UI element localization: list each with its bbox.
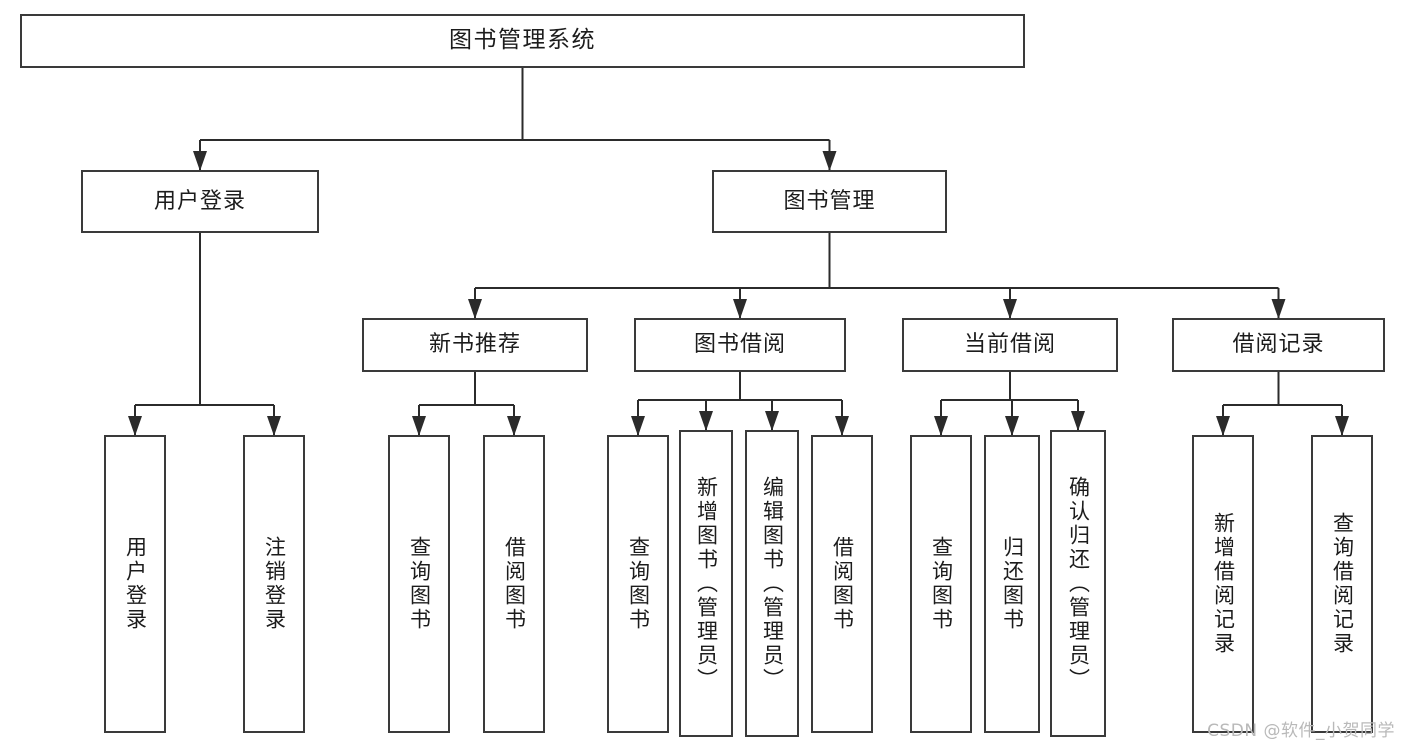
arrow-head-icon [631, 416, 645, 436]
node-leaf_logout[interactable]: 注销登录 [243, 435, 305, 733]
node-leaf_borrow2[interactable]: 借阅图书 [811, 435, 873, 733]
arrow-head-icon [765, 411, 779, 431]
node-root[interactable]: 图书管理系统 [20, 14, 1025, 68]
node-label: 用户登录 [153, 188, 246, 214]
node-label: 编辑图书（管理员） [760, 475, 785, 692]
node-label: 查询借阅记录 [1330, 512, 1355, 656]
node-leaf_return[interactable]: 归还图书 [984, 435, 1040, 733]
node-leaf_query3[interactable]: 查询图书 [910, 435, 972, 733]
node-leaf_borrow1[interactable]: 借阅图书 [483, 435, 545, 733]
arrow-head-icon [193, 151, 207, 171]
node-user_login[interactable]: 用户登录 [81, 170, 319, 233]
arrow-head-icon [822, 151, 837, 171]
node-leaf_query2[interactable]: 查询图书 [607, 435, 669, 733]
node-label: 借阅记录 [1232, 332, 1325, 358]
arrow-head-icon [699, 411, 713, 431]
node-label: 图书管理系统 [449, 27, 596, 54]
node-label: 注销登录 [262, 536, 287, 632]
node-leaf_confirm[interactable]: 确认归还（管理员） [1050, 430, 1106, 737]
node-leaf_add_book[interactable]: 新增图书（管理员） [679, 430, 733, 737]
node-label: 图书借阅 [693, 332, 786, 358]
node-leaf_query1[interactable]: 查询图书 [388, 435, 450, 733]
arrow-head-icon [733, 299, 747, 319]
node-label: 查询图书 [407, 536, 432, 632]
node-label: 新增图书（管理员） [694, 475, 719, 692]
node-label: 借阅图书 [502, 536, 527, 632]
node-label: 查询图书 [929, 536, 954, 632]
arrow-head-icon [1071, 411, 1085, 431]
node-new_book_rec[interactable]: 新书推荐 [362, 318, 588, 372]
node-label: 用户登录 [123, 536, 148, 632]
node-label: 借阅图书 [830, 536, 855, 632]
arrow-head-icon [1005, 416, 1019, 436]
node-book_mgmt[interactable]: 图书管理 [712, 170, 947, 233]
watermark: CSDN @软件_小贺同学 [1207, 721, 1395, 741]
node-book_borrow[interactable]: 图书借阅 [634, 318, 846, 372]
node-leaf_add_rec[interactable]: 新增借阅记录 [1192, 435, 1254, 733]
arrow-head-icon [128, 416, 142, 436]
node-leaf_user_login[interactable]: 用户登录 [104, 435, 166, 733]
arrow-head-icon [1216, 416, 1230, 436]
node-label: 新书推荐 [428, 332, 521, 358]
arrow-head-icon [412, 416, 426, 436]
node-label: 新增借阅记录 [1211, 512, 1236, 656]
arrow-head-icon [267, 416, 281, 436]
node-label: 图书管理 [783, 188, 876, 214]
arrow-head-icon [468, 299, 482, 319]
node-label: 查询图书 [626, 536, 651, 632]
arrow-head-icon [1271, 299, 1286, 319]
node-leaf_edit_book[interactable]: 编辑图书（管理员） [745, 430, 799, 737]
node-leaf_query_rec[interactable]: 查询借阅记录 [1311, 435, 1373, 733]
node-borrow_record[interactable]: 借阅记录 [1172, 318, 1385, 372]
arrow-head-icon [934, 416, 948, 436]
arrow-head-icon [1335, 416, 1349, 436]
arrow-head-icon [835, 416, 849, 436]
node-label: 当前借阅 [963, 332, 1056, 358]
arrow-head-icon [507, 416, 521, 436]
node-label: 确认归还（管理员） [1066, 475, 1091, 692]
node-current_borrow[interactable]: 当前借阅 [902, 318, 1118, 372]
arrow-head-icon [1003, 299, 1017, 319]
node-label: 归还图书 [1000, 536, 1025, 632]
